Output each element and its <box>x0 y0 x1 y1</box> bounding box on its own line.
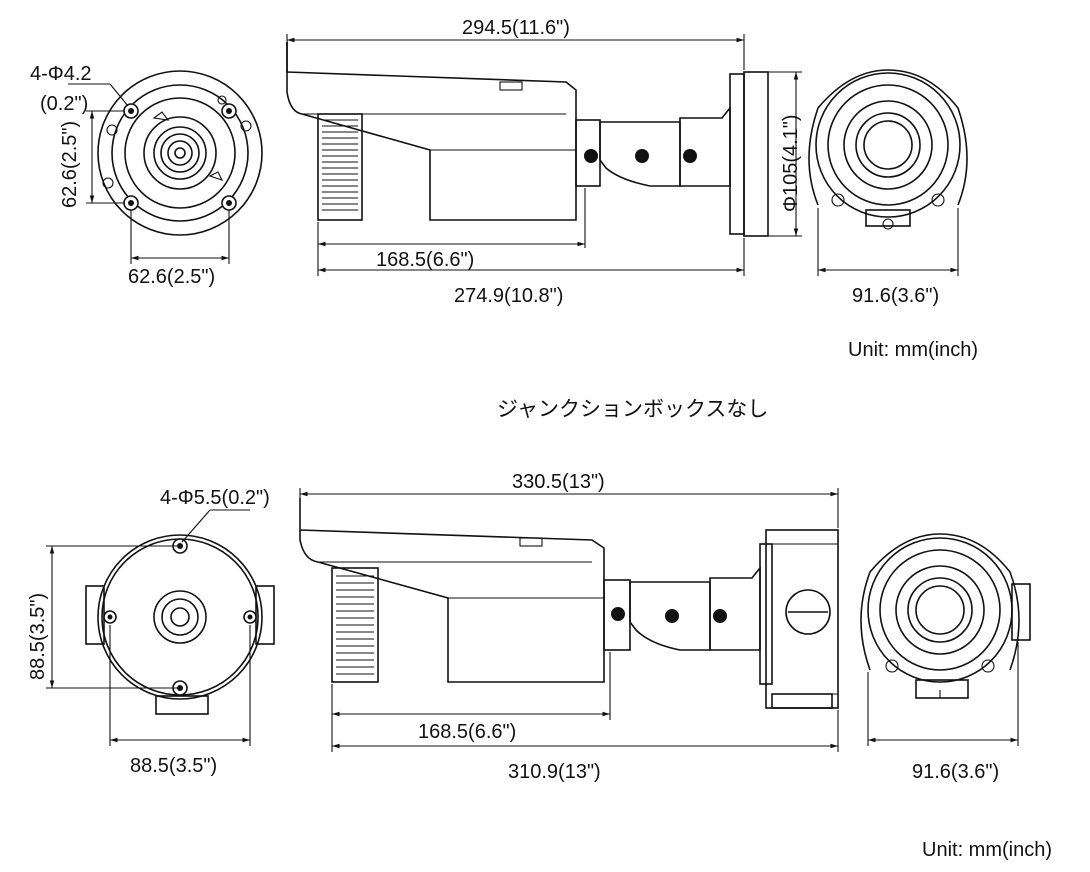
mounting-hole <box>221 195 237 211</box>
hole-spec-label: 4-Φ5.5(0.2") <box>160 487 270 509</box>
mount-length-label: 274.9(10.8") <box>454 285 563 307</box>
mounting-hole <box>243 610 257 624</box>
mounting-hole <box>103 610 117 624</box>
caption-no-junction-box: ジャンクションボックスなし <box>497 397 768 421</box>
front-width-label: 91.6(3.6") <box>852 285 939 307</box>
top-side-view <box>286 34 802 276</box>
body-length-label: 168.5(6.6") <box>376 249 474 271</box>
unit-label: Unit: mm(inch) <box>922 839 1052 861</box>
mounting-hole <box>221 103 237 119</box>
hole-spec-label: 4-Φ4.2 <box>30 63 92 85</box>
hole-spec-inch-label: (0.2") <box>40 93 88 115</box>
mount-length-label: 310.9(13") <box>508 761 601 783</box>
box-height-label: 88.5(3.5") <box>27 593 49 680</box>
bottom-base-view <box>46 509 275 746</box>
plate-diameter-label: Φ105(4.1") <box>780 114 802 212</box>
top-base-plate-view <box>68 70 263 264</box>
front-width-label: 91.6(3.6") <box>912 761 999 783</box>
bottom-front-view <box>860 533 1031 746</box>
base-height-label: 62.6(2.5") <box>59 121 81 208</box>
bottom-side-view <box>299 488 839 752</box>
mounting-hole <box>123 103 139 119</box>
overall-length-label: 294.5(11.6") <box>462 17 570 39</box>
mounting-hole <box>123 195 139 211</box>
base-width-label: 62.6(2.5") <box>128 266 215 288</box>
body-length-label: 168.5(6.6") <box>418 721 516 743</box>
overall-length-label: 330.5(13") <box>512 471 605 493</box>
top-front-view <box>808 69 968 276</box>
box-width-label: 88.5(3.5") <box>130 755 217 777</box>
unit-label: Unit: mm(inch) <box>848 339 978 361</box>
